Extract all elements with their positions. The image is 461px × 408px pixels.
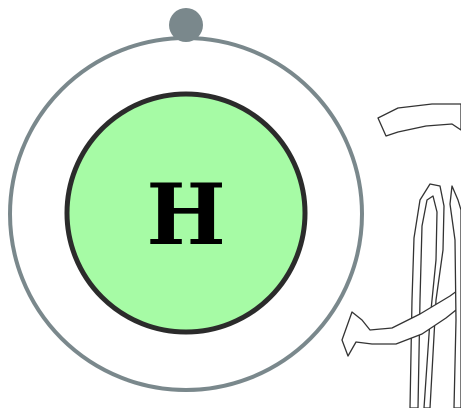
element-symbol: H [146,165,225,264]
electron [169,8,203,42]
calligraphy-stroke-icon [342,104,461,408]
